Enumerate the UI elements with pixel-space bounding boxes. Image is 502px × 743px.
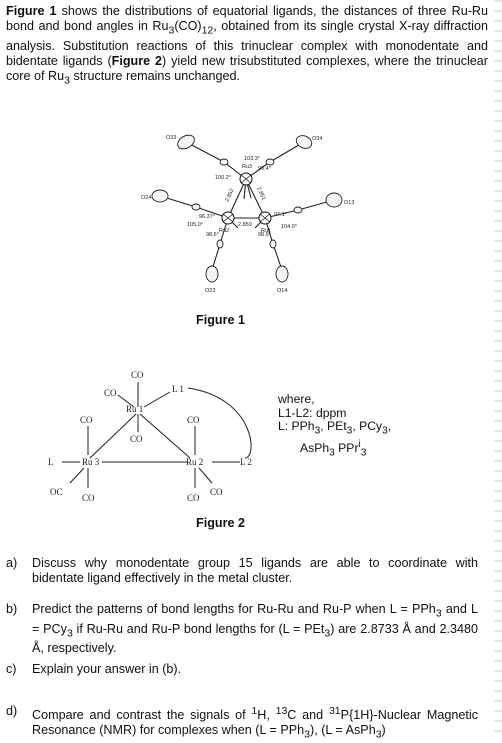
angle-97-1: 97.1° [274,212,287,218]
distance-ru2-ru3: 2.852 [224,188,235,203]
co-ru1-axial-top: CO [131,370,144,380]
angle-105-0: 105.0° [187,222,203,228]
co-ru1-left: CO [104,388,117,398]
angle-98-6: 98.6° [206,232,219,238]
co-ru2-axial-top: CO [187,415,200,425]
co-ru3-axial-top: CO [80,415,93,425]
co-ru2-axial-bottom: CO [187,493,200,503]
label-o24: O24 [141,195,151,201]
figure2-caption: Figure 2 [196,516,245,530]
oc-ru3-label: OC [50,487,63,497]
co-ru3-axial-bottom: CO [82,493,95,503]
ru1-label: Ru 1 [126,404,143,414]
page-edge-decoration [494,0,502,738]
label-o33: O33 [166,135,176,141]
label-ru2: Ru2 [219,228,229,234]
ru3-label: Ru 3 [82,457,100,467]
figure1-caption: Figure 1 [196,313,245,327]
label-o23: O23 [205,288,215,294]
label-o13: O13 [344,200,354,206]
l-ru3-label: L [48,457,54,467]
intro-paragraph: Figure 1 shows the distributions of equa… [6,4,488,87]
co-ru1-axial-bottom: CO [130,434,143,444]
angle-103-3: 103.3° [244,156,260,162]
figure2-schematic: CO CO Ru 1 L 1 CO CO Ru 3 L OC CO CO Ru … [48,370,252,503]
co-ru2-equatorial: CO [210,487,223,497]
label-o14: O14 [277,288,287,294]
label-o34: O34 [312,136,322,142]
label-ru3: Ru3 [242,164,252,170]
figure1-ortep-drawing: O33 O34 O24 O13 O23 O14 Ru3 Ru2 Ru1 100.… [141,134,354,294]
l1-label: L 1 [172,384,184,394]
figure2-legend: where, L1-L2: dppm L: PPh3, PEt3, PCy3, … [278,392,392,459]
angle-104-0: 104.0° [281,224,297,230]
angle-96-4: 96.4° [258,166,271,172]
angle-96-37: 96.37° [199,214,215,220]
distance-ru1-ru3: 2.851 [255,186,266,201]
figure2-ref: Figure 2 [111,53,163,68]
figure1-ref: Figure 1 [6,4,57,18]
angle-98-9: 98.9° [258,232,271,238]
ru2-label: Ru 2 [186,457,203,467]
label-ru1: Ru1 [261,228,271,234]
angle-100-2: 100.2° [215,175,231,181]
l2-label: L 2 [240,457,252,467]
distance-ru1-ru2: 2.859 [238,222,252,228]
